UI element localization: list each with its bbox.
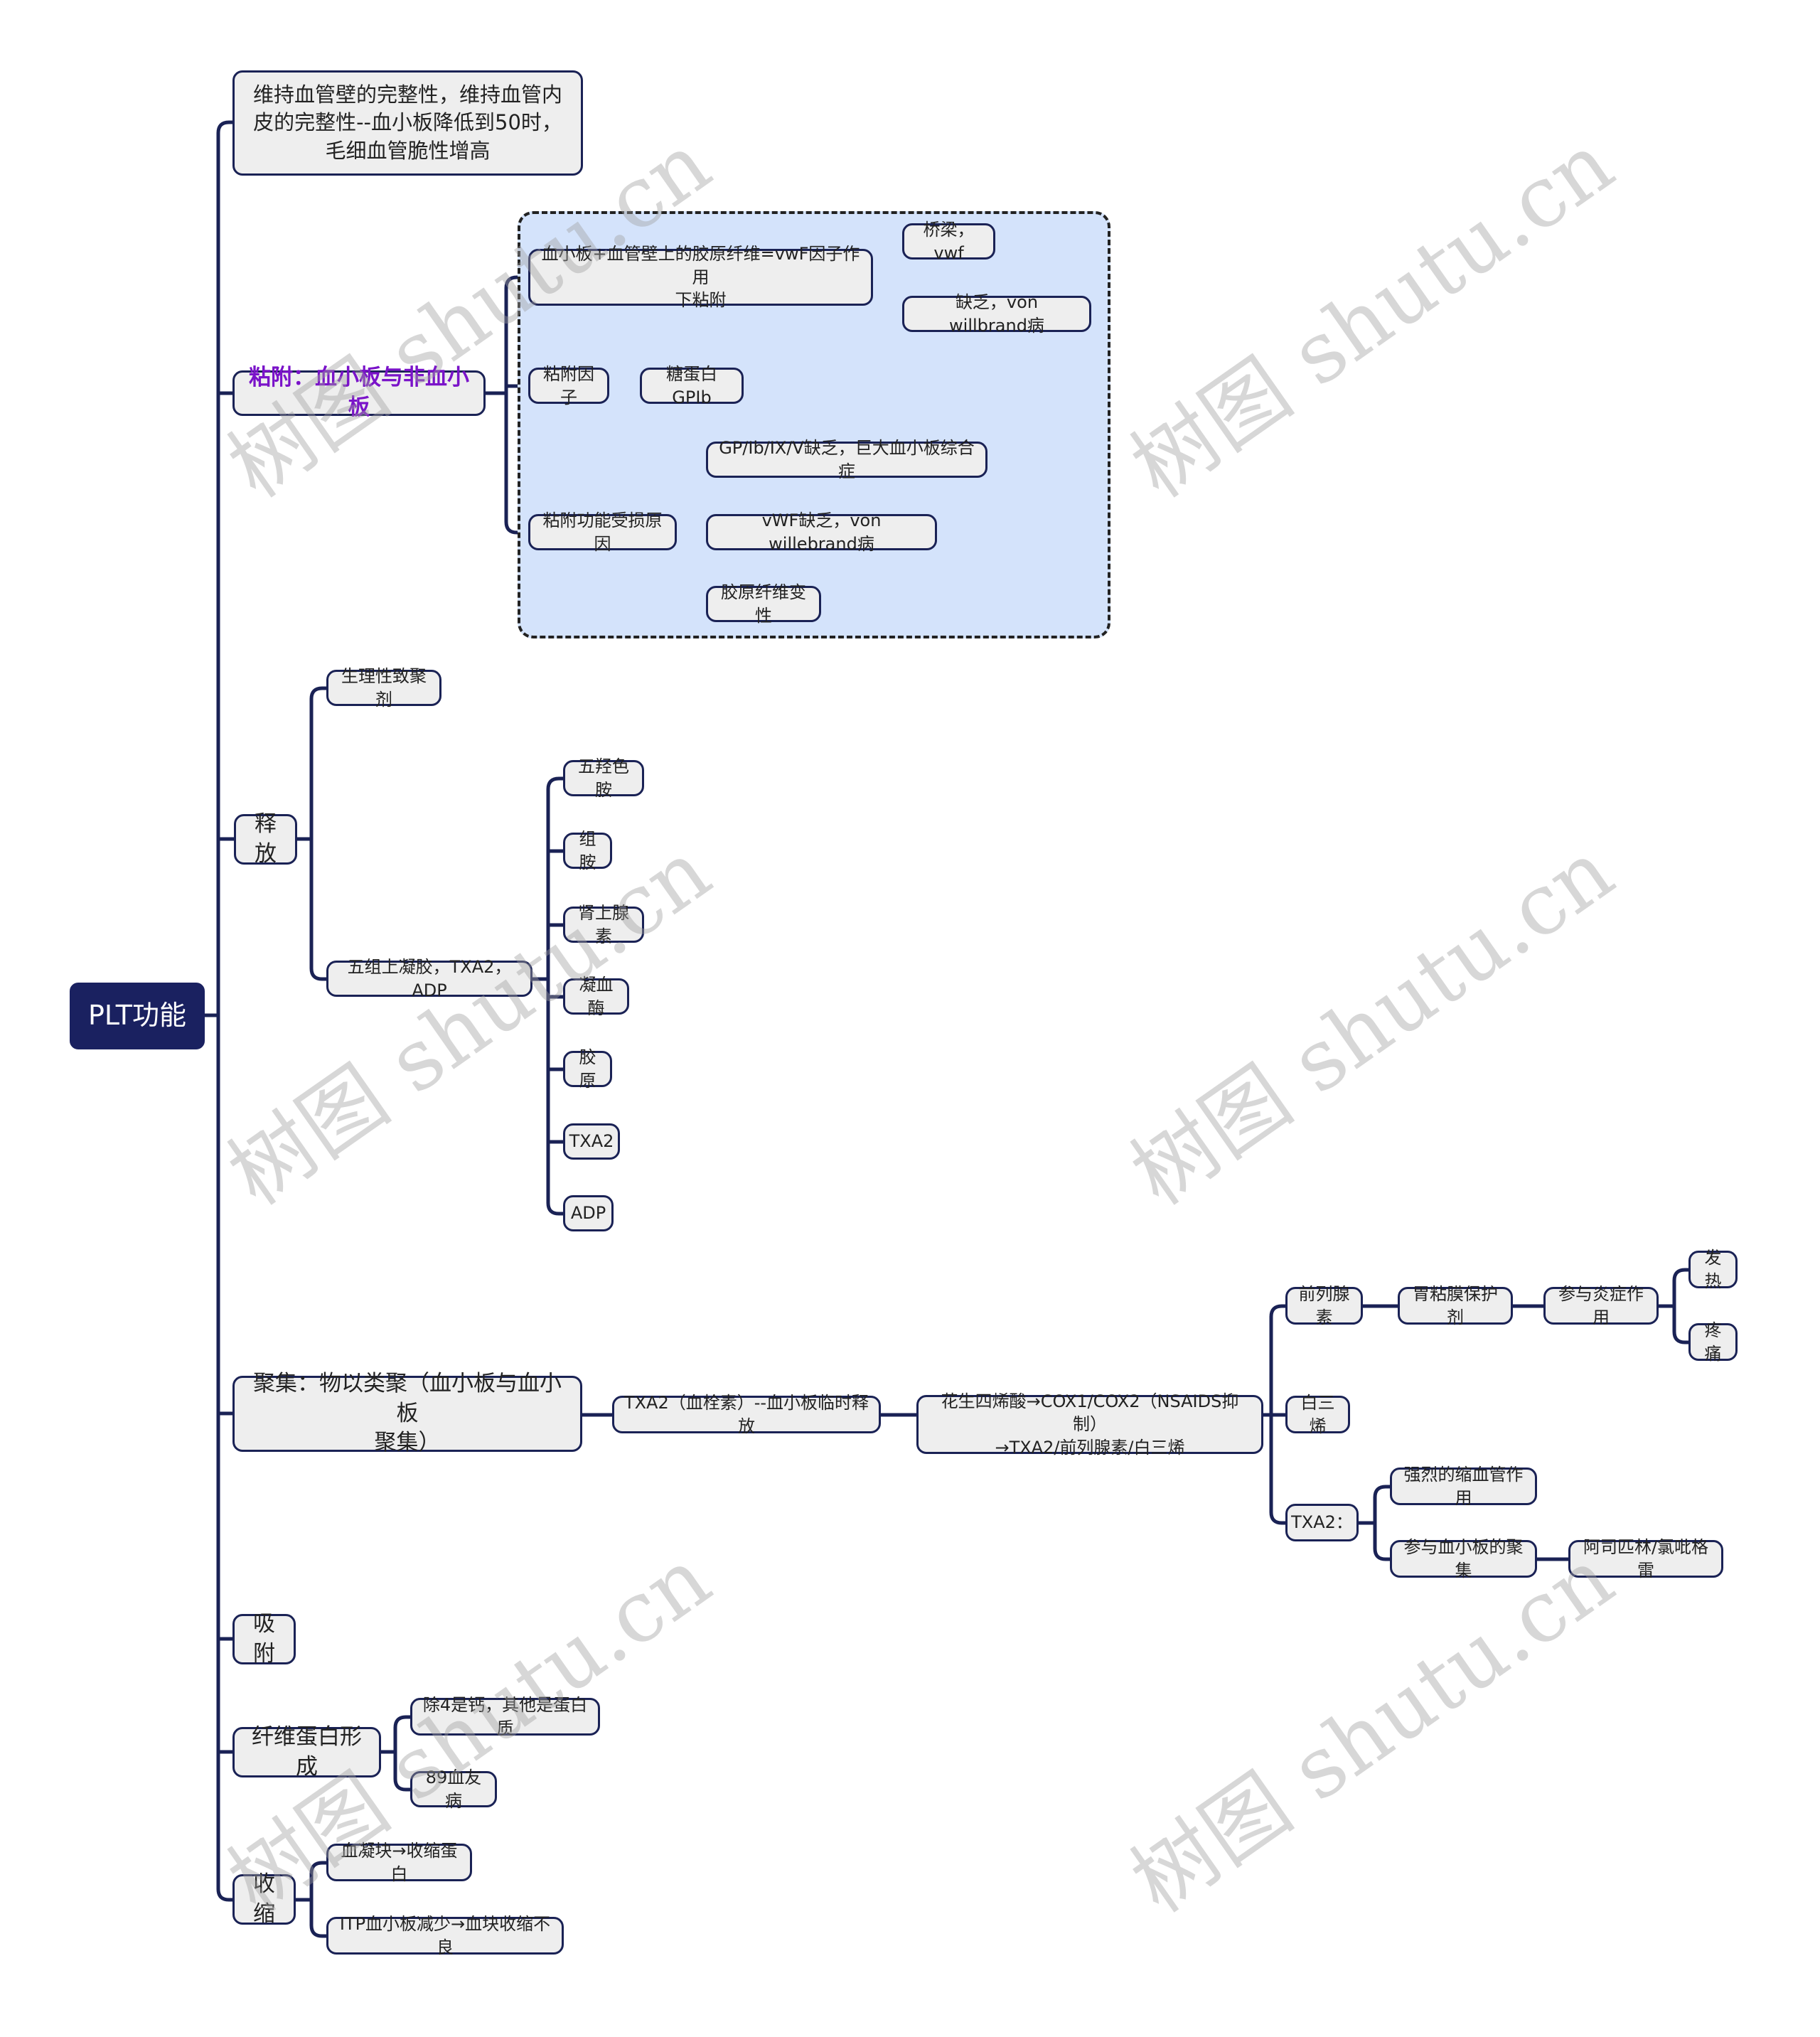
node-collagen-degeneration[interactable]: 胶原纤维变性 xyxy=(706,582,821,626)
node-physiological-agonist[interactable]: 生理性致聚剂 xyxy=(326,666,441,710)
node-adhesion-mechanism[interactable]: 血小板+血管壁上的胶原纤维=vwF因子作用 下粘附 xyxy=(528,244,873,310)
node-txa2-thromboxane[interactable]: TXA2（血栓素）--血小板临时释放 xyxy=(612,1393,881,1436)
node-serotonin[interactable]: 五羟色胺 xyxy=(563,756,644,800)
node-thrombin[interactable]: 凝血酶 xyxy=(563,975,629,1018)
node-itp-retraction[interactable]: ITP血小板减少→血块收缩不良 xyxy=(326,1914,564,1957)
connector xyxy=(1269,1304,1288,1525)
node-released-substances[interactable]: 五组上凝胶，TXA2，ADP xyxy=(326,957,532,1000)
trunk-line xyxy=(216,120,235,1902)
connector xyxy=(546,776,565,1216)
node-vessel-integrity[interactable]: 维持血管壁的完整性，维持血管内 皮的完整性--血小板降低到50时， 毛细血管脆性… xyxy=(232,70,583,176)
node-txa2-effects[interactable]: TXA2： xyxy=(1285,1504,1359,1541)
node-calcium-note[interactable]: 除4是钙，其他是蛋白质 xyxy=(410,1695,600,1738)
connector xyxy=(1672,1268,1691,1344)
node-hemophilia[interactable]: 89血友病 xyxy=(410,1768,497,1811)
node-epinephrine[interactable]: 肾上腺素 xyxy=(563,903,644,946)
node-inflammation[interactable]: 参与炎症作用 xyxy=(1543,1284,1659,1327)
node-platelet-aggregation[interactable]: 参与血小板的聚集 xyxy=(1390,1537,1537,1581)
root-node[interactable]: PLT功能 xyxy=(70,983,205,1049)
node-gastric-protectant[interactable]: 胃粘膜保护剂 xyxy=(1398,1284,1513,1327)
node-clot-retraction-protein[interactable]: 血凝块→收缩蛋白 xyxy=(326,1841,472,1884)
connector xyxy=(309,686,328,981)
node-adhesion[interactable]: 粘附：血小板与非血小板 xyxy=(232,365,486,420)
node-gp-deficiency[interactable]: GP/Ib/IX/V缺乏，巨大血小板综合症 xyxy=(706,438,987,481)
node-pain[interactable]: 疼痛 xyxy=(1688,1320,1738,1364)
connector xyxy=(1373,1485,1392,1561)
node-fever[interactable]: 发热 xyxy=(1688,1248,1738,1291)
node-aggregation[interactable]: 聚集：物以类聚（血小板与血小板 聚集） xyxy=(232,1371,582,1455)
node-adhesion-factor[interactable]: 粘附因子 xyxy=(528,364,609,407)
watermark: 树图 shutu.cn xyxy=(1114,821,1630,1224)
node-release[interactable]: 释放 xyxy=(234,811,297,867)
node-txa2-release[interactable]: TXA2 xyxy=(563,1123,620,1160)
node-vasoconstriction[interactable]: 强烈的缩血管作用 xyxy=(1390,1465,1537,1508)
node-adhesion-impairment[interactable]: 粘附功能受损原因 xyxy=(528,510,677,554)
connector xyxy=(393,1715,412,1792)
node-fibrin-formation[interactable]: 纤维蛋白形成 xyxy=(232,1724,381,1780)
node-glycoprotein-gpib[interactable]: 糖蛋白GPIb xyxy=(640,364,744,407)
node-absorption[interactable]: 吸附 xyxy=(232,1611,296,1667)
node-deficiency-vwd[interactable]: 缺乏，von willbrand病 xyxy=(902,292,1091,336)
node-aspirin-clopidogrel[interactable]: 阿司匹林/氯吡格雷 xyxy=(1568,1537,1723,1581)
node-arachidonic-acid[interactable]: 花生四烯酸→COX1/COX2（NSAIDS抑制） →TXA2/前列腺素/白三烯 xyxy=(916,1391,1263,1458)
node-bridge-vwf[interactable]: 桥梁，vwf xyxy=(902,220,995,263)
node-prostaglandin[interactable]: 前列腺素 xyxy=(1285,1284,1363,1327)
node-leukotriene[interactable]: 白三烯 xyxy=(1285,1393,1350,1436)
node-histamine[interactable]: 组胺 xyxy=(563,829,612,872)
node-vwf-deficiency[interactable]: vWF缺乏，von willebrand病 xyxy=(706,510,937,554)
watermark: 树图 shutu.cn xyxy=(1114,1529,1630,1932)
node-collagen[interactable]: 胶原 xyxy=(563,1047,612,1091)
node-adp[interactable]: ADP xyxy=(563,1195,614,1231)
node-retraction[interactable]: 收缩 xyxy=(232,1871,296,1927)
connector xyxy=(309,1861,328,1938)
watermark: 树图 shutu.cn xyxy=(1114,114,1630,517)
